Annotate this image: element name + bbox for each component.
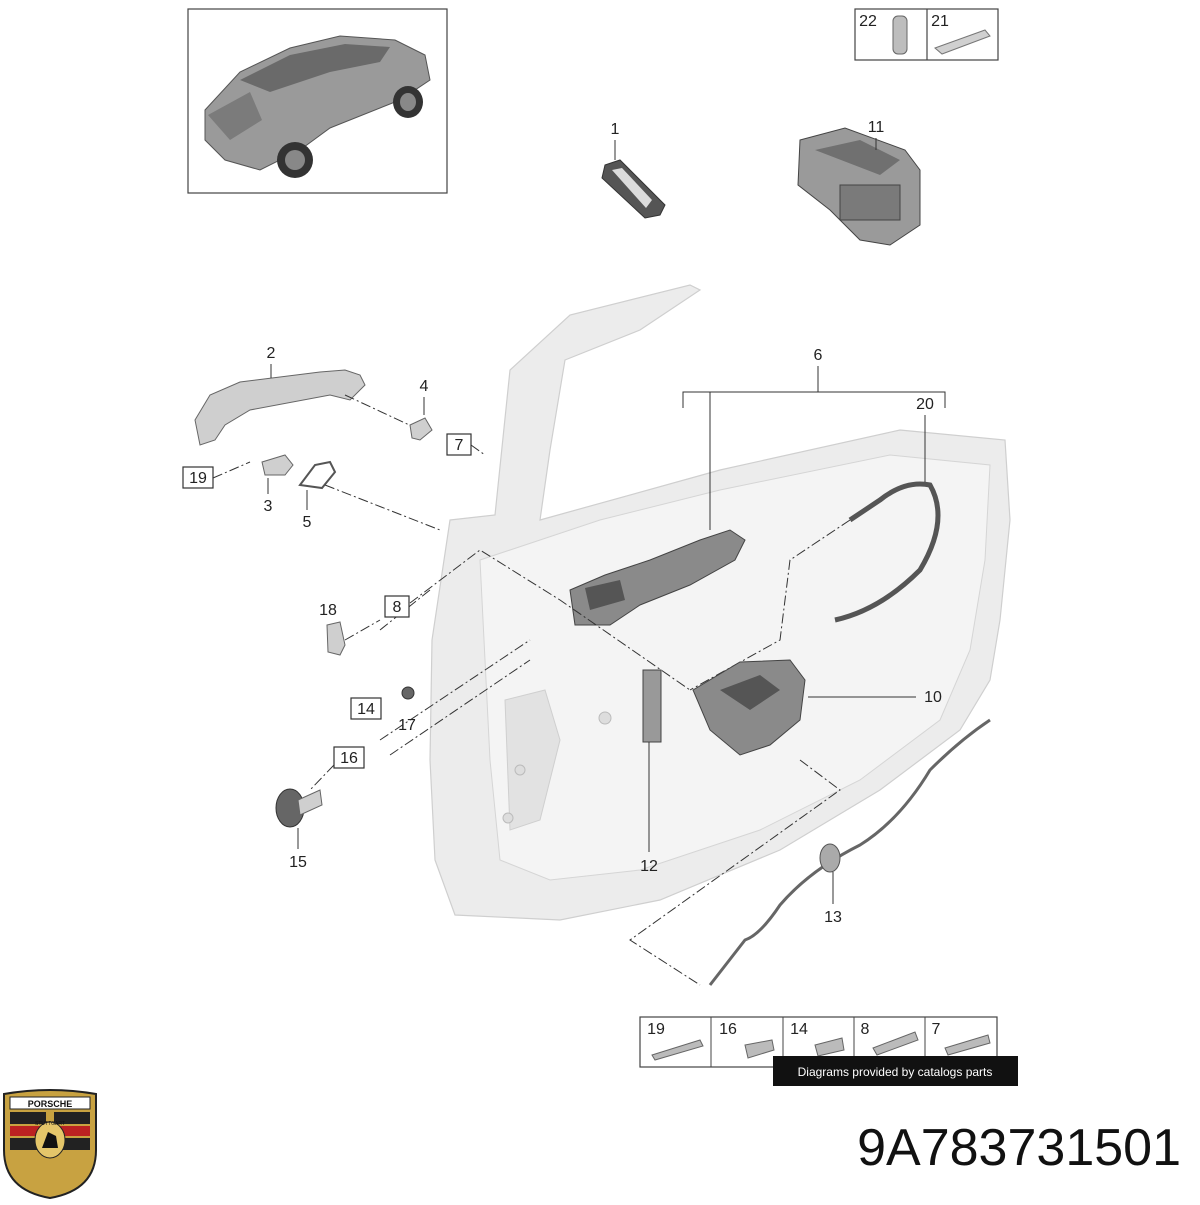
part-18-cap: 18 [319, 602, 381, 656]
door-panel [429, 284, 1011, 921]
callout-16: 16 [340, 750, 358, 767]
part-17-clip: 17 [398, 686, 416, 734]
legend-16: 16 [719, 1021, 737, 1038]
callout-8: 8 [393, 599, 402, 616]
svg-text:PORSCHE: PORSCHE [28, 1099, 73, 1109]
callout-8-box: 8 [384, 595, 410, 618]
part-number: 9A783731501 [857, 1119, 1181, 1177]
callout-14: 14 [357, 701, 375, 718]
callout-14-box: 14 [350, 697, 382, 720]
callout-2: 2 [267, 345, 276, 362]
legend-14: 14 [790, 1021, 808, 1038]
callout-18: 18 [319, 602, 337, 619]
vehicle-thumbnail [187, 8, 448, 194]
callout-17: 17 [398, 717, 416, 734]
svg-text:STUTTGART: STUTTGART [35, 1121, 65, 1127]
callout-12: 12 [640, 858, 658, 875]
credit-text: Diagrams provided by catalogs parts [798, 1065, 993, 1079]
callout-21: 21 [931, 13, 949, 30]
callout-19: 19 [189, 470, 207, 487]
callout-7-box: 7 [446, 433, 486, 456]
callout-5: 5 [303, 514, 312, 531]
part-4-bracket: 4 [409, 378, 433, 441]
callout-11: 11 [868, 119, 885, 136]
callout-13: 13 [824, 909, 842, 926]
legend-19: 19 [647, 1021, 665, 1038]
part-3-carrier: 3 [261, 454, 294, 515]
consumables-box: 22 21 [854, 8, 999, 61]
door-lock: 10 [692, 659, 942, 756]
key-fob: 1 [601, 121, 666, 219]
credit-banner: Diagrams provided by catalogs parts [773, 1056, 1018, 1086]
callout-1: 1 [611, 121, 620, 138]
callout-16-box: 16 [309, 746, 365, 791]
callout-10: 10 [924, 689, 942, 706]
callout-22: 22 [859, 13, 877, 30]
callout-3: 3 [264, 498, 273, 515]
door-handle: 2 [194, 345, 421, 446]
legend-7: 7 [932, 1021, 941, 1038]
callout-6: 6 [814, 347, 823, 364]
callout-19-box: 19 [182, 461, 251, 489]
handle-mechanism: 6 [569, 347, 946, 626]
callout-15: 15 [289, 854, 307, 871]
callout-20: 20 [916, 396, 934, 413]
part-15-cover: 15 [275, 788, 323, 871]
part-12-seal: 12 [640, 669, 662, 875]
legend-8: 8 [861, 1021, 870, 1038]
callout-7: 7 [455, 437, 464, 454]
part-5-gasket: 5 [298, 460, 337, 531]
porsche-crest-logo: PORSCHE STUTTGART [3, 1089, 97, 1200]
control-unit: 11 [797, 119, 921, 246]
callout-4: 4 [420, 378, 429, 395]
inner-release-cable: 13 [629, 718, 991, 986]
